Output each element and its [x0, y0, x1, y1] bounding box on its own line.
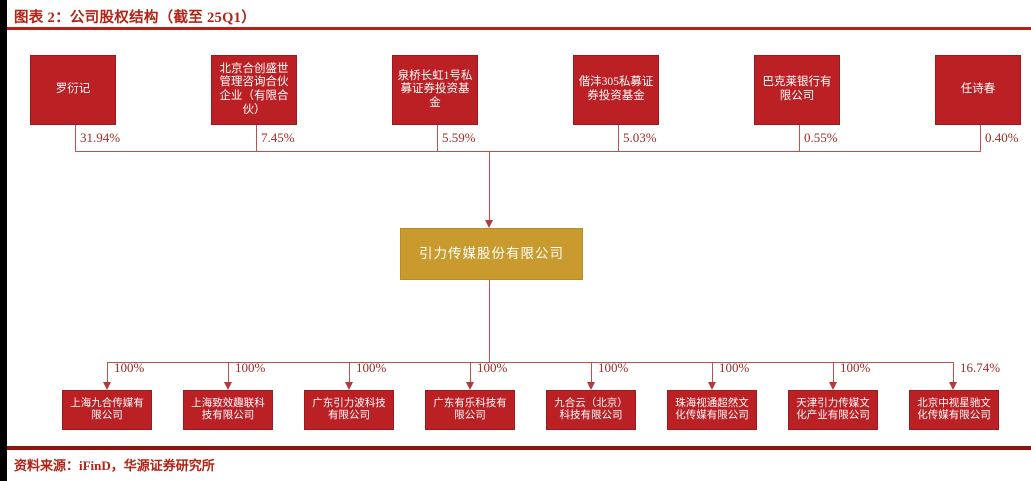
- title-divider: [7, 27, 1031, 30]
- shareholder-bus: [75, 151, 981, 152]
- shareholder-pct-3: 5.03%: [623, 130, 657, 145]
- shareholder-box-0: 罗衍记: [30, 55, 116, 125]
- subsidiary-pct-3: 100%: [477, 360, 508, 375]
- shareholder-box-3: 偕沣305私募证券投资基金: [573, 55, 659, 125]
- subsidiary-drop-5: [712, 362, 713, 384]
- subsidiary-box-7: 北京中视星驰文化传媒有限公司: [909, 390, 999, 430]
- shareholder-label-4: 巴克莱银行有限公司: [762, 76, 832, 102]
- subsidiary-drop-3: [470, 362, 471, 384]
- shareholder-label-0: 罗衍记: [55, 83, 91, 96]
- shareholder-box-5: 任诗春: [935, 55, 1021, 125]
- company-inflow-arrow: [485, 220, 493, 228]
- subsidiary-label-2: 广东引力波科技有限公司: [312, 397, 386, 421]
- shareholder-pct-2: 5.59%: [442, 130, 476, 145]
- subsidiary-arrow-5: [708, 382, 716, 390]
- subsidiary-pct-2: 100%: [356, 360, 387, 375]
- subsidiary-arrow-6: [829, 382, 837, 390]
- subsidiary-box-4: 九合云（北京）科技有限公司: [546, 390, 636, 430]
- subsidiary-drop-6: [833, 362, 834, 384]
- shareholder-pct-5: 0.40%: [985, 130, 1019, 145]
- shareholder-pct-1: 7.45%: [261, 130, 295, 145]
- company-label: 引力传媒股份有限公司: [419, 246, 564, 262]
- shareholder-box-2: 泉桥长虹1号私募证券投资基金: [392, 55, 478, 125]
- left-accent-rail: [0, 0, 7, 481]
- subsidiary-drop-1: [228, 362, 229, 384]
- subsidiary-label-6: 天津引力传媒文化产业有限公司: [796, 397, 870, 421]
- subsidiary-pct-4: 100%: [598, 360, 629, 375]
- company-inflow-line: [489, 151, 490, 221]
- subsidiary-pct-1: 100%: [235, 360, 266, 375]
- shareholder-drop-4: [799, 125, 800, 152]
- shareholder-drop-2: [437, 125, 438, 152]
- subsidiary-arrow-3: [466, 382, 474, 390]
- shareholder-pct-0: 31.94%: [80, 130, 121, 145]
- subsidiary-box-2: 广东引力波科技有限公司: [304, 390, 394, 430]
- subsidiary-label-0: 上海九合传媒有限公司: [70, 397, 144, 421]
- company-box: 引力传媒股份有限公司: [400, 228, 583, 280]
- shareholder-drop-0: [75, 125, 76, 152]
- subsidiary-pct-0: 100%: [114, 360, 145, 375]
- subsidiary-arrow-7: [949, 382, 957, 390]
- subsidiary-drop-4: [591, 362, 592, 384]
- subsidiary-arrow-2: [345, 382, 353, 390]
- subsidiary-drop-7: [953, 362, 954, 384]
- shareholder-drop-5: [980, 125, 981, 152]
- subsidiary-label-1: 上海致效趣联科技有限公司: [191, 397, 265, 421]
- shareholder-label-2: 泉桥长虹1号私募证券投资基金: [397, 69, 473, 109]
- company-outflow-line: [489, 280, 490, 362]
- subsidiary-box-0: 上海九合传媒有限公司: [62, 390, 152, 430]
- subsidiary-label-5: 珠海视通超然文化传媒有限公司: [675, 397, 749, 421]
- shareholder-box-1: 北京合创盛世管理咨询合伙企业（有限合伙）: [211, 55, 297, 125]
- shareholder-label-3: 偕沣305私募证券投资基金: [578, 76, 654, 102]
- subsidiary-box-3: 广东有乐科技有限公司: [425, 390, 515, 430]
- subsidiary-arrow-4: [587, 382, 595, 390]
- shareholder-box-4: 巴克莱银行有限公司: [754, 55, 840, 125]
- subsidiary-pct-7: 16.74%: [960, 360, 1001, 375]
- subsidiary-drop-0: [107, 362, 108, 384]
- subsidiary-box-5: 珠海视通超然文化传媒有限公司: [667, 390, 757, 430]
- subsidiary-arrow-1: [224, 382, 232, 390]
- shareholder-drop-3: [618, 125, 619, 152]
- shareholder-drop-1: [256, 125, 257, 152]
- shareholder-label-5: 任诗春: [960, 83, 996, 96]
- subsidiary-pct-6: 100%: [840, 360, 871, 375]
- shareholder-label-1: 北京合创盛世管理咨询合伙企业（有限合伙）: [219, 62, 289, 116]
- subsidiary-label-4: 九合云（北京）科技有限公司: [554, 397, 628, 421]
- subsidiary-label-3: 广东有乐科技有限公司: [433, 397, 507, 421]
- subsidiary-bus: [107, 362, 953, 363]
- subsidiary-box-6: 天津引力传媒文化产业有限公司: [788, 390, 878, 430]
- source-note: 资料来源：iFinD，华源证券研究所: [14, 458, 215, 473]
- subsidiary-arrow-0: [103, 382, 111, 390]
- subsidiary-box-1: 上海致效趣联科技有限公司: [183, 390, 273, 430]
- subsidiary-label-7: 北京中视星驰文化传媒有限公司: [917, 397, 991, 421]
- shareholder-pct-4: 0.55%: [804, 130, 838, 145]
- subsidiary-pct-5: 100%: [719, 360, 750, 375]
- figure-title: 图表 2：公司股权结构（截至 25Q1）: [14, 10, 257, 26]
- subsidiary-drop-2: [349, 362, 350, 384]
- source-divider: [7, 446, 1031, 450]
